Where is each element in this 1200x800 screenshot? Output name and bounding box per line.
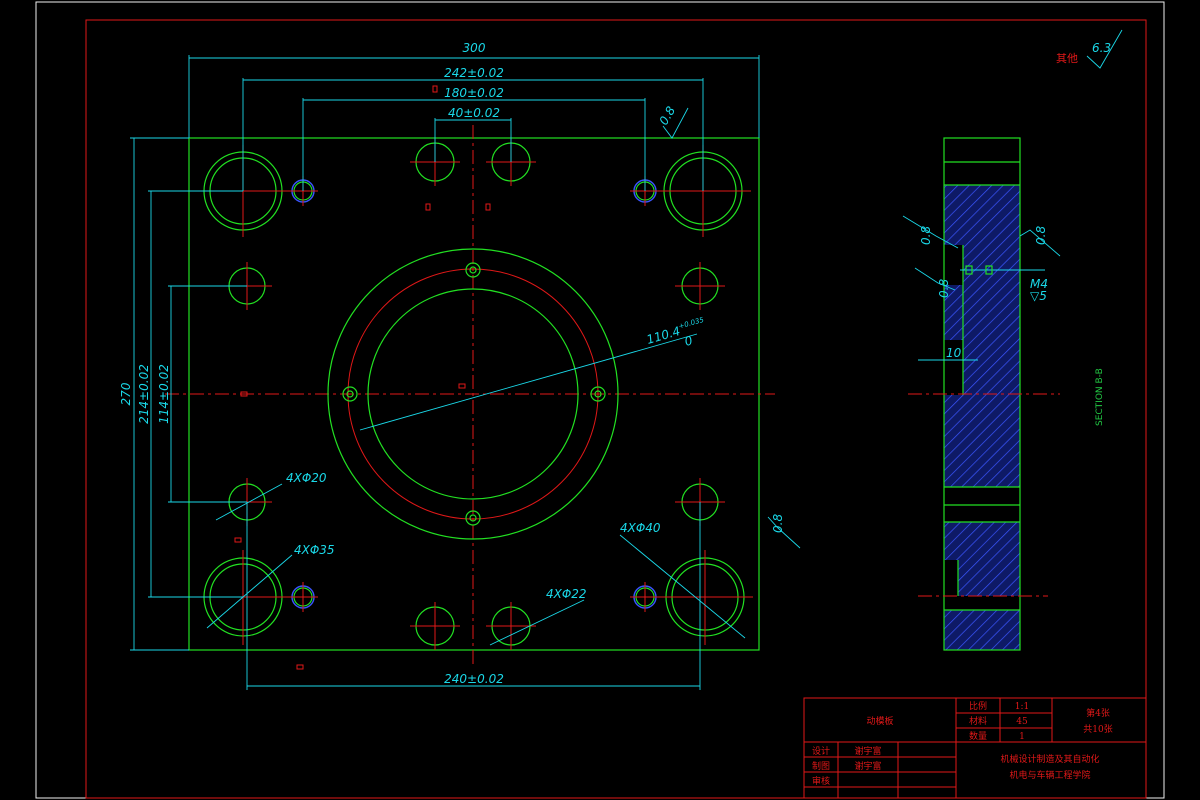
thread-spec: M4 xyxy=(1030,277,1048,291)
dim-spacing-y-outer: 214±0.02 xyxy=(137,364,151,424)
hatch-top-4 xyxy=(963,340,1020,395)
marker-4 xyxy=(458,383,466,389)
dowel-hole-bl xyxy=(288,582,318,612)
red-markers xyxy=(234,85,491,670)
dim-spacing-y-inner: 114±0.02 xyxy=(157,364,171,424)
dim-offset-10: 10 xyxy=(946,346,962,360)
title-block: 动模板 比例 1:1 材料 45 数量 1 第4张 共10张 设计 谢宇富 制图… xyxy=(803,697,1147,799)
dim-inner-spacing-x: 180±0.02 xyxy=(444,86,504,100)
quantity-value: 1 xyxy=(1019,732,1025,742)
part-name: 动模板 xyxy=(866,715,893,727)
small-hole-left xyxy=(342,386,358,402)
roughness-symbol-side xyxy=(767,516,801,549)
material-value: 45 xyxy=(1016,717,1028,727)
roughness-section-1: 0.8 xyxy=(919,226,933,245)
marker-3 xyxy=(485,203,491,211)
small-hole-right-inner xyxy=(594,390,602,398)
draw-name: 谢宇富 xyxy=(854,760,881,772)
hatch-bottom-1 xyxy=(944,522,1020,560)
thread-depth: ▽5 xyxy=(1030,289,1047,303)
callout-holes-40: 4XΦ40 xyxy=(620,521,661,535)
title-block-border xyxy=(803,697,1147,799)
bore-tolerance-lower: 0 xyxy=(683,333,695,349)
section-label: SECTION B-B xyxy=(1095,368,1105,426)
small-hole-bottom xyxy=(465,510,481,526)
leader-holes-22 xyxy=(489,599,585,646)
callout-holes-35: 4XΦ35 xyxy=(294,543,335,557)
small-hole-bottom-inner xyxy=(469,514,477,522)
hatch-top-1 xyxy=(944,185,1020,245)
corner-hole-br xyxy=(657,550,753,645)
roughness-leader-2 xyxy=(914,267,956,291)
hatch-top-2 xyxy=(963,245,1020,285)
quantity-label: 数量 xyxy=(969,730,987,742)
plan-view: 300 242±0.02 180±0.02 40±0.02 240±0.02 2… xyxy=(119,29,1123,690)
leader-holes-20 xyxy=(215,483,283,521)
school-name: 机电与车辆工程学院 xyxy=(1009,769,1090,781)
marker-1 xyxy=(432,85,438,93)
marker-5 xyxy=(240,391,248,397)
roughness-rest-value: 6.3 xyxy=(1092,41,1111,55)
section-dim-lines xyxy=(902,215,1061,361)
roughness-side: 0.8 xyxy=(771,514,785,533)
scale-value: 1:1 xyxy=(1015,702,1029,712)
bore-outer-circle xyxy=(327,248,619,540)
callout-holes-22: 4XΦ22 xyxy=(546,587,587,601)
roughness-leader-1 xyxy=(902,215,959,249)
roughness-symbol-general xyxy=(1086,29,1123,69)
roughness-top: 0.8 xyxy=(656,104,678,128)
sheet-number: 第4张 xyxy=(1086,707,1110,719)
small-hole-left-inner xyxy=(346,390,354,398)
hatch-bottom-3 xyxy=(944,610,1020,650)
roughness-leader-3 xyxy=(1019,229,1061,257)
review-label: 审核 xyxy=(812,775,830,787)
bore-inner-circle xyxy=(367,288,579,500)
small-hole-right xyxy=(590,386,606,402)
roughness-section-2: 0.8 xyxy=(937,279,951,298)
thread-hole-right xyxy=(985,265,993,275)
design-label: 设计 xyxy=(812,745,830,757)
roughness-symbol-top xyxy=(662,107,689,139)
dowel-hole-br xyxy=(630,582,660,612)
hatch-top-3 xyxy=(944,285,1020,340)
hatch-bottom-2 xyxy=(958,560,1020,596)
dim-bolt-spacing-x: 242±0.02 xyxy=(444,66,504,80)
hatch-mid xyxy=(944,395,1020,487)
small-hole-top xyxy=(465,262,481,278)
bore-pitch-circle xyxy=(347,268,599,520)
marker-6 xyxy=(234,537,242,543)
leader-holes-35 xyxy=(206,554,293,629)
material-label: 材料 xyxy=(969,715,987,727)
dim-bore-diameter: 110.4+0.035 xyxy=(645,316,708,347)
inner-frame xyxy=(85,19,1147,799)
callout-holes-20: 4XΦ20 xyxy=(286,471,327,485)
dim-center-spacing: 40±0.02 xyxy=(448,106,500,120)
dim-overall-height: 270 xyxy=(119,382,133,405)
major-name: 机械设计制造及其自动化 xyxy=(1000,753,1099,765)
dim-overall-width: 300 xyxy=(463,41,486,55)
dimension-lines xyxy=(130,29,1123,690)
draw-label: 制图 xyxy=(812,760,830,772)
marker-7 xyxy=(296,664,304,670)
marker-2 xyxy=(425,203,431,211)
small-hole-top-inner xyxy=(469,266,477,274)
design-name: 谢宇富 xyxy=(854,745,881,757)
scale-label: 比例 xyxy=(969,700,987,712)
roughness-rest-label: 其他 xyxy=(1056,52,1078,65)
sheet-total: 共10张 xyxy=(1083,724,1112,735)
bore-tolerance-upper: +0.035 xyxy=(678,316,706,331)
thread-hole-left xyxy=(965,265,973,275)
leader-holes-40 xyxy=(619,534,746,639)
roughness-section-3: 0.8 xyxy=(1034,226,1048,245)
bore-leader xyxy=(359,333,698,431)
dim-bottom-spacing: 240±0.02 xyxy=(444,672,504,686)
title-block-grid xyxy=(803,697,1147,799)
section-view: 0.8 0.8 0.8 10 M4 ▽5 SECTION B-B xyxy=(902,137,1105,651)
